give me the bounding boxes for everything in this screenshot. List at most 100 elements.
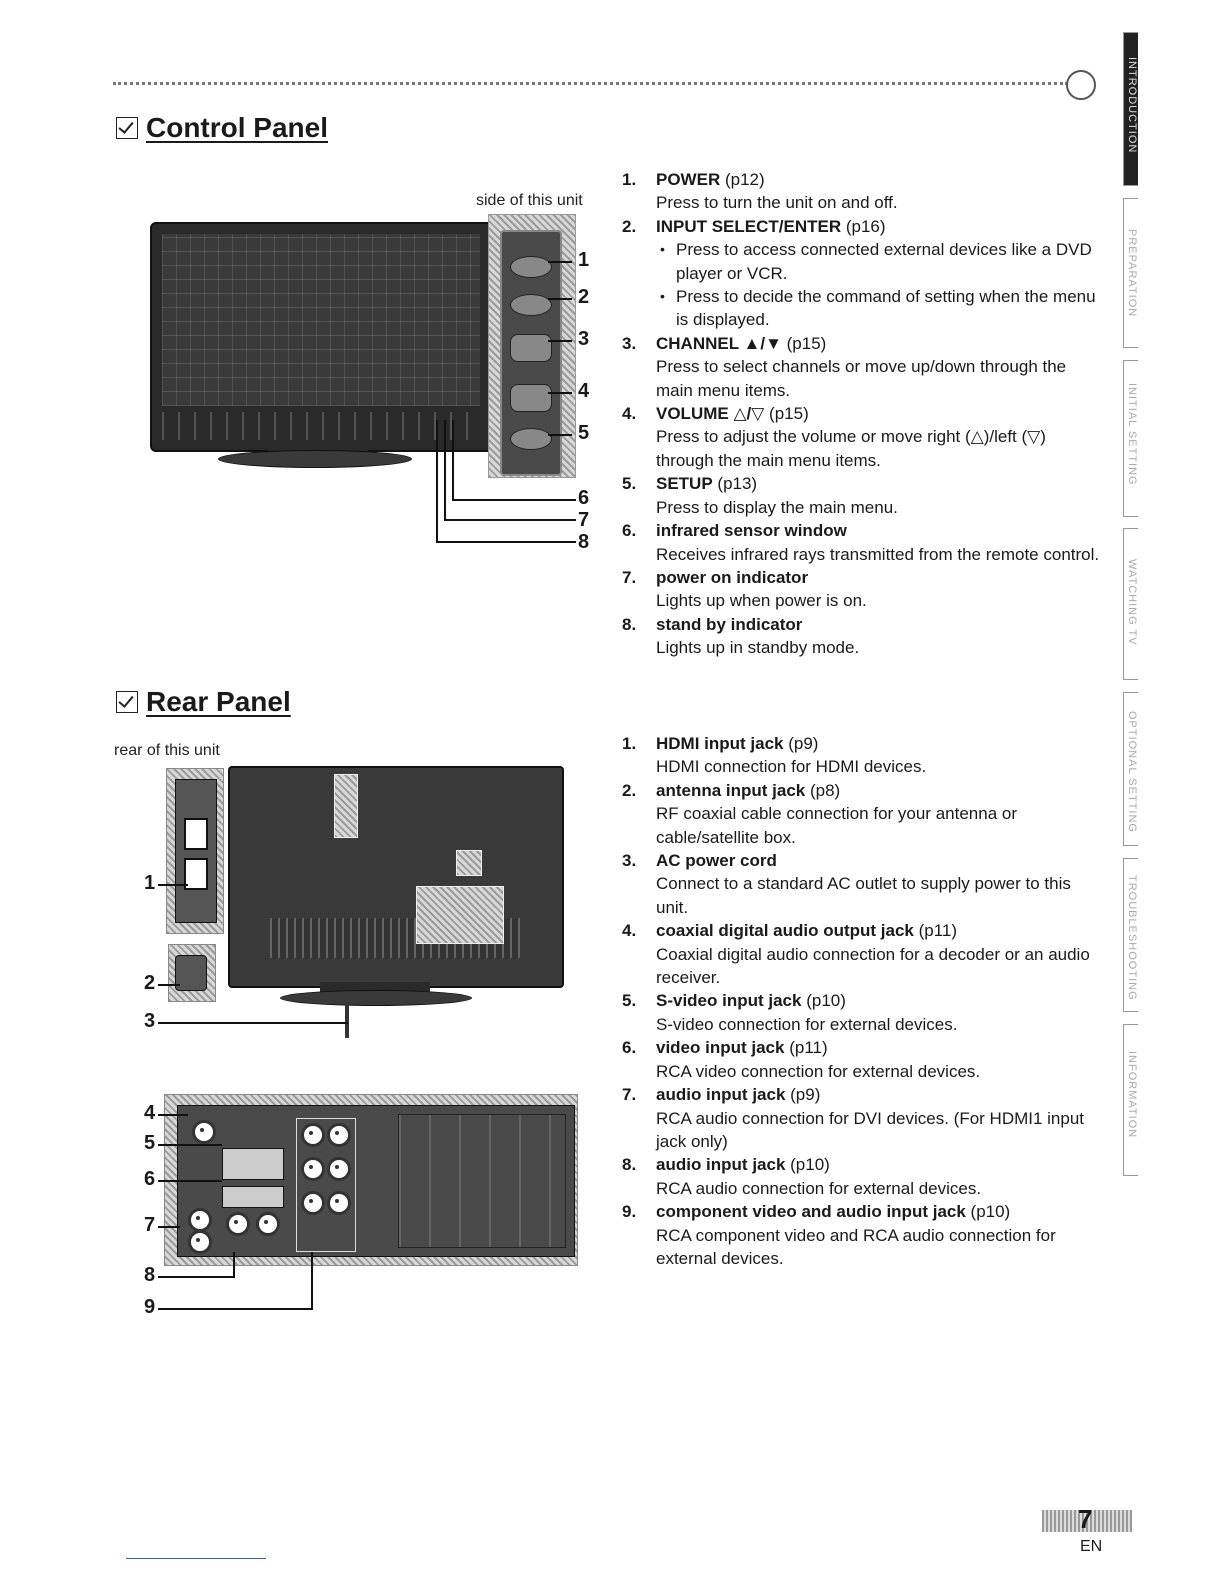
- component-extra-jack[interactable]: [327, 1191, 351, 1215]
- side-tab-watching-tv[interactable]: WATCHING TV: [1123, 528, 1138, 680]
- callout-line-7-h: [444, 519, 576, 521]
- setup-button[interactable]: [510, 428, 552, 450]
- power-button[interactable]: [510, 256, 552, 278]
- callout-line-5: [158, 1144, 222, 1146]
- av-terminal-block: [177, 1105, 575, 1257]
- item-desc: Press to turn the unit on and off.: [656, 193, 898, 213]
- hdmi-port-housing: [175, 779, 217, 923]
- component-audio-r-jack[interactable]: [301, 1191, 325, 1215]
- side-tab-label: INFORMATION: [1126, 1051, 1138, 1139]
- item-name: HDMI input jack: [656, 734, 784, 753]
- tv-stand-base: [218, 450, 412, 468]
- item-desc: S-video connection for external devices.: [656, 1014, 958, 1034]
- callout-line-3: [158, 1022, 348, 1024]
- audio-input-jack-r[interactable]: [256, 1212, 280, 1236]
- checkbox-icon: [116, 691, 138, 713]
- footer-rule: [126, 1558, 266, 1559]
- item-name: audio input jack: [656, 1085, 786, 1105]
- item-name: infrared sensor window: [656, 521, 847, 541]
- bullet: Press to decide the command of setting w…: [656, 285, 1102, 332]
- callout-2: 2: [144, 972, 156, 994]
- item-ref: (p10): [785, 1155, 830, 1175]
- checkbox-icon: [116, 117, 138, 139]
- tv-screen: [162, 234, 480, 406]
- side-tab-initial-setting[interactable]: INITIAL SETTING: [1123, 360, 1138, 517]
- control-panel-list: 1. POWER (p12) Press to turn the unit on…: [622, 168, 1102, 660]
- dvi-audio-jack-r[interactable]: [188, 1230, 212, 1254]
- callout-line-6-h: [452, 499, 576, 501]
- hdmi-port-1[interactable]: [184, 818, 208, 850]
- item-number: 3.: [622, 333, 637, 353]
- item-name: POWER: [656, 170, 721, 189]
- item-ref: (p9): [785, 1085, 821, 1105]
- item-number: 1.: [622, 170, 637, 189]
- side-tab-introduction[interactable]: INTRODUCTION: [1123, 32, 1138, 186]
- callout-7: 7: [144, 1214, 156, 1236]
- side-tab-information[interactable]: INFORMATION: [1123, 1024, 1138, 1176]
- item-number: 5.: [622, 474, 637, 494]
- side-tab-label: OPTIONAL SETTING: [1126, 711, 1138, 833]
- item-number: 7.: [622, 567, 637, 587]
- item-name: S-video input jack: [656, 991, 802, 1011]
- item-number: 2.: [622, 216, 637, 236]
- component-audio-l-jack[interactable]: [327, 1157, 351, 1181]
- side-tab-optional-setting[interactable]: OPTIONAL SETTING: [1123, 692, 1138, 846]
- coaxial-digital-output-jack[interactable]: [192, 1120, 216, 1144]
- side-tab-label: TROUBLESHOOTING: [1126, 875, 1138, 1001]
- item-name: AC power cord: [656, 851, 777, 871]
- callout-line-8-h: [436, 541, 576, 543]
- item-name: VOLUME △/▽: [656, 404, 765, 424]
- rear-panel-title: Rear Panel: [146, 686, 291, 717]
- input-select-button[interactable]: [510, 294, 552, 316]
- item-desc: Press to select channels or move up/down…: [656, 357, 1067, 400]
- callout-7: 7: [578, 509, 590, 531]
- side-tab-preparation[interactable]: PREPARATION: [1123, 198, 1138, 348]
- list-item: 3. AC power cord Connect to a standard A…: [622, 849, 1102, 919]
- component-pr-jack[interactable]: [301, 1157, 325, 1181]
- volume-rocker[interactable]: [510, 384, 552, 412]
- ac-power-cord: [345, 1002, 349, 1038]
- control-panel-title: Control Panel: [146, 112, 329, 143]
- side-tab-troubleshooting[interactable]: TROUBLESHOOTING: [1123, 858, 1138, 1012]
- item-desc: RF coaxial cable connection for your ant…: [656, 804, 1017, 847]
- tv-side-panel: [500, 230, 562, 476]
- callout-line-5: [548, 434, 572, 436]
- av-terminal-zoom-panel: [164, 1094, 578, 1266]
- s-video-jack[interactable]: [222, 1148, 284, 1180]
- callout-1: 1: [144, 872, 156, 894]
- callout-line-8-v: [233, 1252, 235, 1278]
- callout-9: 9: [144, 1296, 156, 1318]
- item-ref: (p10): [965, 1202, 1011, 1222]
- channel-rocker[interactable]: [510, 334, 552, 362]
- side-tab-label: PREPARATION: [1126, 229, 1138, 318]
- item-ref: (p11): [913, 921, 958, 941]
- callout-4: 4: [144, 1102, 156, 1124]
- item-desc: Press to display the main menu.: [656, 497, 898, 517]
- video-input-jack[interactable]: [222, 1186, 284, 1208]
- item-desc: Connect to a standard AC outlet to suppl…: [656, 874, 1071, 917]
- callout-line-4: [158, 1114, 188, 1116]
- item-name: coaxial digital audio output jack: [656, 921, 914, 941]
- rear-stand-base: [280, 990, 472, 1006]
- rear-hdmi-zone: [334, 774, 358, 838]
- callout-6: 6: [144, 1168, 156, 1190]
- item-desc: HDMI connection for HDMI devices.: [656, 757, 927, 777]
- tv-rear-illustration: 1 2 3 4 5 6 7 8 9: [140, 762, 585, 1322]
- antenna-jack[interactable]: [175, 955, 207, 991]
- list-item: 4. coaxial digital audio output jack (p1…: [622, 919, 1102, 989]
- hdmi-port-2[interactable]: [184, 858, 208, 890]
- item-number: 7.: [622, 1085, 637, 1105]
- dvi-audio-jack-l[interactable]: [188, 1208, 212, 1232]
- audio-input-jack-l[interactable]: [226, 1212, 250, 1236]
- hdmi-zoom-panel: [166, 768, 224, 934]
- component-pb-jack[interactable]: [327, 1123, 351, 1147]
- item-desc: Press to adjust the volume or move right…: [656, 427, 1046, 470]
- side-tab-label: INITIAL SETTING: [1126, 383, 1138, 486]
- component-y-jack[interactable]: [301, 1123, 325, 1147]
- callout-1: 1: [578, 249, 590, 271]
- callout-line-1: [158, 884, 188, 886]
- list-item: 1. HDMI input jack (p9) HDMI connection …: [622, 732, 1102, 779]
- callout-line-8-v: [436, 420, 438, 542]
- side-tab-label: INTRODUCTION: [1126, 57, 1138, 154]
- callout-line-2: [158, 984, 180, 986]
